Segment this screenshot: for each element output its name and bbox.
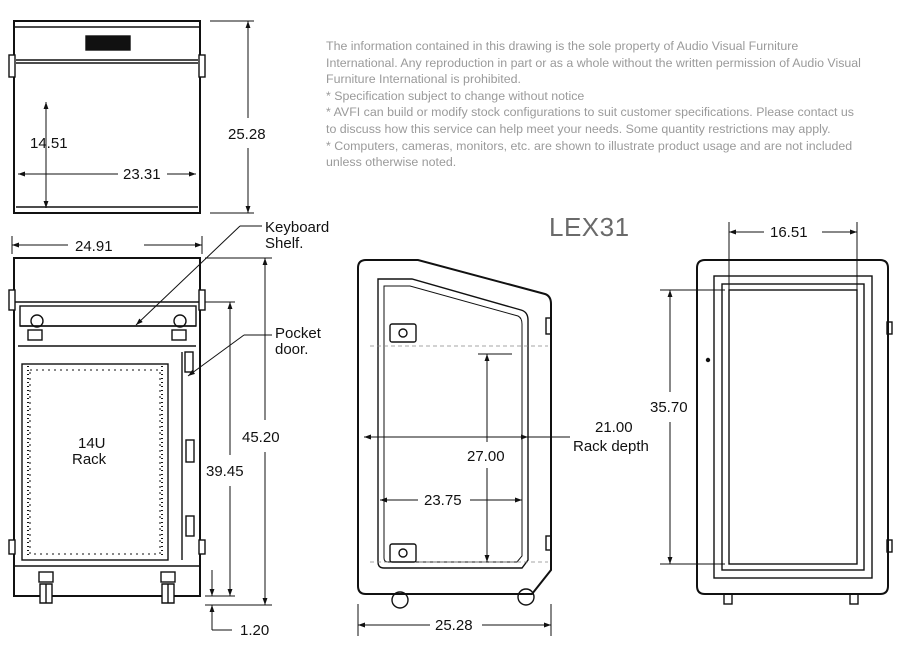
back-view-dimensions [660, 222, 858, 565]
dim-side-rack-depth: 21.00 [595, 419, 633, 436]
dim-back-height: 35.70 [650, 399, 688, 416]
top-view [8, 20, 206, 214]
label-rack-1: 14U [78, 435, 106, 452]
dim-side-width: 25.28 [435, 617, 473, 634]
back-view [696, 259, 893, 605]
dim-top-width-inner: 23.31 [123, 166, 161, 183]
front-view-dimensions [11, 225, 272, 631]
label-rack-2: Rack [72, 451, 107, 468]
side-view-dimensions [357, 353, 570, 636]
label-rack-depth: Rack depth [573, 438, 649, 455]
dim-back-width: 16.51 [770, 224, 808, 241]
label-pocket-door-2: door. [275, 341, 308, 358]
note-spec-change: * Specification subject to change withou… [326, 88, 585, 103]
dim-side-inner-height: 27.00 [467, 448, 505, 465]
dim-front-inner-height: 39.45 [206, 463, 244, 480]
top-view-dimensions [18, 20, 254, 214]
side-view [357, 259, 552, 609]
dim-side-inner-width: 23.75 [424, 492, 462, 509]
model-title: LEX31 [549, 212, 630, 242]
label-keyboard-shelf-2: Shelf. [265, 235, 303, 252]
note-not-included: * Computers, cameras, monitors, etc. are… [326, 138, 853, 170]
dim-caster-height: 1.20 [240, 622, 269, 639]
front-view [8, 257, 206, 604]
dim-top-depth: 14.51 [30, 135, 68, 152]
notes-block: The information contained in this drawin… [326, 38, 866, 171]
dim-front-width: 24.91 [75, 238, 113, 255]
dim-top-height: 25.28 [228, 126, 266, 143]
note-custom-config: * AVFI can build or modify stock configu… [326, 105, 854, 136]
label-pocket-door-1: Pocket [275, 325, 322, 342]
label-keyboard-shelf-1: Keyboard [265, 219, 329, 236]
note-ownership: The information contained in this drawin… [326, 39, 861, 87]
dim-front-height: 45.20 [242, 429, 280, 446]
